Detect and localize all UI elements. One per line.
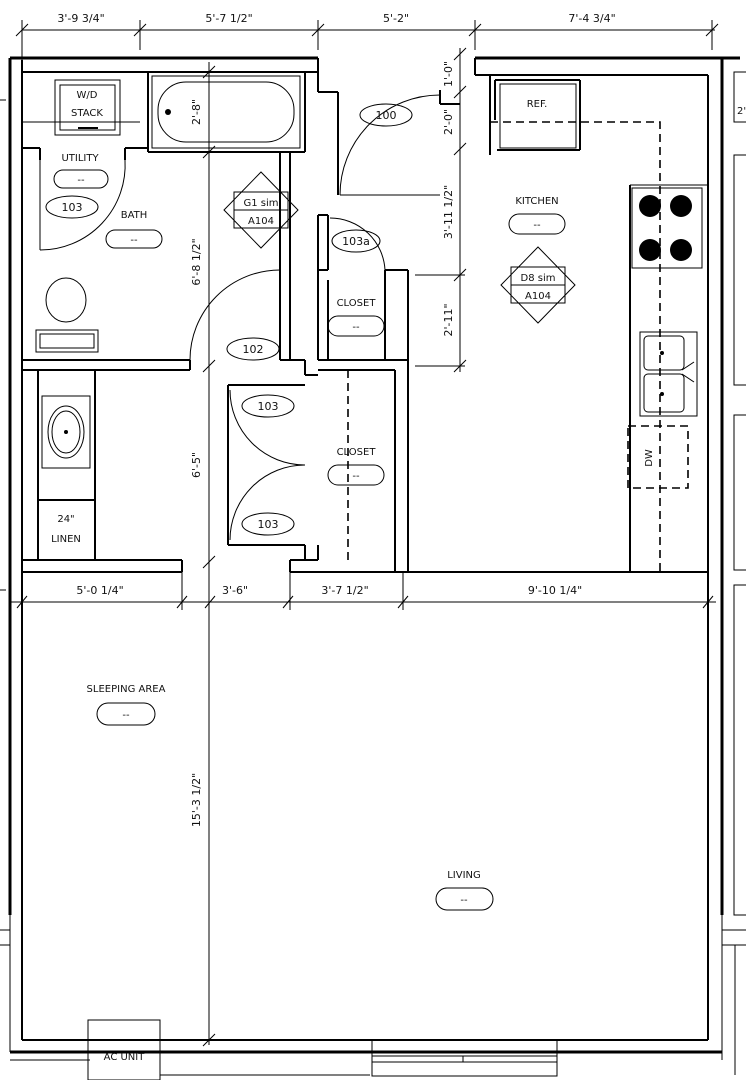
mid-dimension-string: 5'-0 1/4" 3'-6" 3'-7 1/2" 9'-10 1/4" [10, 572, 716, 610]
kitchen-sink [639, 331, 698, 417]
room-utility-tag: -- [77, 175, 85, 186]
dim-sleeping-depth: 15'-3 1/2" [190, 773, 203, 827]
range-cooktop [631, 187, 703, 269]
dim-bath-tub: 2'-8" [190, 99, 203, 125]
dim-closet-depth: 6'-5" [190, 452, 203, 478]
dw-label: DW [644, 449, 655, 467]
door-tag-103-utility: 103 [62, 201, 83, 214]
door-tag-102: 102 [243, 343, 264, 356]
linen-label-1: 24" [57, 514, 74, 525]
dim-kitchen-c: 3'-11 1/2" [442, 185, 455, 239]
room-labels: UTILITY -- BATH -- KITCHEN -- CLOSET -- … [53, 153, 566, 911]
room-kitchen-label: KITCHEN [515, 196, 558, 207]
adjacent-unit: 2' [0, 71, 746, 916]
room-closet-lower-label: CLOSET [337, 447, 377, 458]
dim-mid-4: 9'-10 1/4" [528, 584, 582, 597]
dim-kitchen-b: 2'-0" [442, 109, 455, 135]
door-swings [39, 94, 441, 541]
room-closet-lower-tag: -- [352, 471, 360, 482]
door-tag-103-upper: 103 [258, 400, 279, 413]
vertical-dimensions: 2'-8" 6'-8 1/2" 6'-5" 15'-3 1/2" 1'-0" 2… [190, 47, 467, 1047]
room-kitchen-tag: -- [533, 220, 541, 231]
dim-top-1: 3'-9 3/4" [57, 12, 104, 25]
wd-label-1: W/D [77, 90, 98, 101]
room-living-tag: -- [460, 895, 468, 906]
toilet [35, 277, 99, 353]
room-sleeping-tag: -- [122, 710, 130, 721]
dim-mid-3: 3'-7 1/2" [321, 584, 368, 597]
dim-top-3: 5'-2" [383, 12, 409, 25]
exterior-walls [0, 56, 746, 1077]
door-tags: 100 103 102 103 103 103a [45, 103, 413, 536]
room-closet-upper-label: CLOSET [337, 298, 377, 309]
door-tag-100: 100 [376, 109, 397, 122]
room-sleeping-label: SLEEPING AREA [87, 684, 166, 695]
room-bath-tag: -- [130, 235, 138, 246]
section-marker-d8: D8 sim A104 [500, 246, 576, 324]
top-dimension-string: 3'-9 3/4" 5'-7 1/2" 5'-2" 7'-4 3/4" [15, 12, 719, 62]
wd-label-2: STACK [71, 108, 103, 119]
ac-unit: AC UNIT [87, 1019, 161, 1080]
door-tag-103-lower: 103 [258, 518, 279, 531]
marker-d8-line1: D8 sim [521, 273, 556, 284]
interior-walls [22, 72, 708, 573]
dim-top-4: 7'-4 3/4" [568, 12, 615, 25]
room-closet-upper-tag: -- [352, 322, 360, 333]
ac-label: AC UNIT [104, 1052, 146, 1063]
dim-right-edge: 2' [737, 106, 746, 117]
dishwasher: DW [627, 425, 689, 489]
section-marker-g1: G1 sim A104 [223, 171, 299, 249]
room-utility-label: UTILITY [61, 153, 99, 164]
marker-g1-line2: A104 [248, 216, 274, 227]
dim-kitchen-d: 2'-11" [442, 303, 455, 336]
room-living-label: LIVING [447, 870, 481, 881]
washer-dryer-stack: W/D STACK [22, 79, 140, 136]
dim-top-2: 5'-7 1/2" [205, 12, 252, 25]
marker-d8-line2: A104 [525, 291, 551, 302]
dim-mid-2: 3'-6" [222, 584, 248, 597]
door-tag-103a: 103a [342, 235, 370, 248]
ref-label: REF. [527, 99, 548, 110]
dim-kitchen-a: 1'-0" [442, 61, 455, 87]
dim-bath-depth: 6'-8 1/2" [190, 238, 203, 285]
marker-g1-line1: G1 sim [243, 198, 278, 209]
linen-label-2: LINEN [51, 534, 81, 545]
room-bath-label: BATH [121, 210, 148, 221]
refrigerator: REF. [499, 83, 577, 149]
bathtub [151, 75, 301, 149]
dim-mid-1: 5'-0 1/4" [76, 584, 123, 597]
lavatory-sink [41, 395, 91, 469]
